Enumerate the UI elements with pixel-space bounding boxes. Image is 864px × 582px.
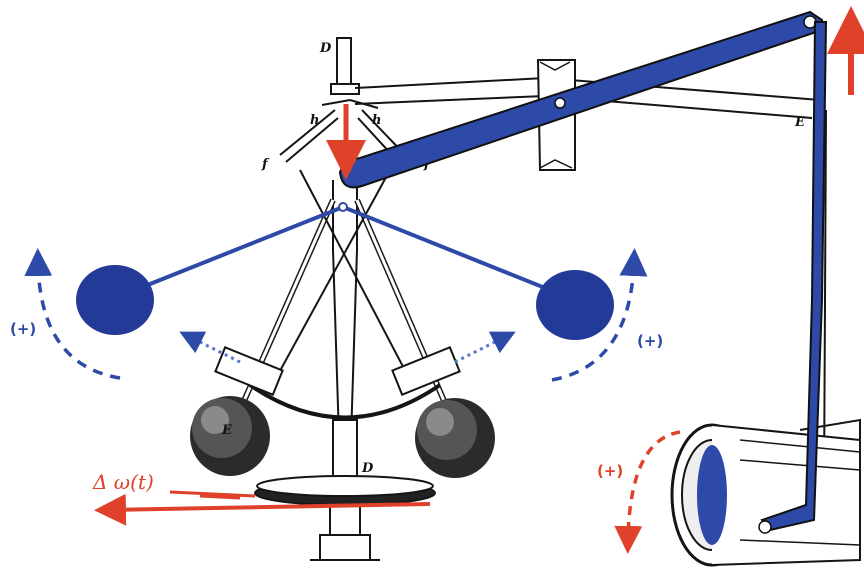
blue-ball-right: [536, 270, 614, 340]
pendulum-pivot: [338, 202, 348, 212]
left-rotation-arc: [24, 248, 121, 380]
right-rotation-arc: [551, 248, 648, 382]
engr-letter-top: D: [319, 41, 332, 56]
blue-lever-arm: [338, 10, 823, 189]
engr-letter-h-left: h: [310, 113, 319, 128]
engr-letter-ball: E: [221, 423, 233, 438]
wheel-plus-label: (+): [597, 462, 624, 480]
left-outward-arrow: [179, 331, 241, 364]
engr-letter-beam-end: E: [794, 115, 806, 130]
crank-pivot: [758, 520, 772, 534]
right-outward-arrow: [454, 331, 516, 364]
engraving-sketch: [214, 37, 861, 567]
engr-letter-h-right: h: [372, 113, 381, 128]
wheel-rotation-arc: [614, 430, 681, 554]
lever-pivot: [554, 97, 566, 109]
engraved-ball-right: [415, 398, 495, 478]
red-belt-strokes: [169, 490, 256, 500]
engr-letter-f-left: f: [261, 157, 270, 172]
left-plus-label: (+): [10, 320, 37, 338]
red-belt-arrow: [94, 493, 431, 526]
delta-omega-label: Δ ω(t): [93, 470, 154, 494]
engraved-ball-left: [190, 396, 270, 476]
right-plus-label: (+): [637, 332, 664, 350]
blue-ball-left: [76, 265, 154, 335]
blue-wheel-slot: [697, 445, 727, 545]
engr-letter-spindle: D: [361, 461, 374, 476]
